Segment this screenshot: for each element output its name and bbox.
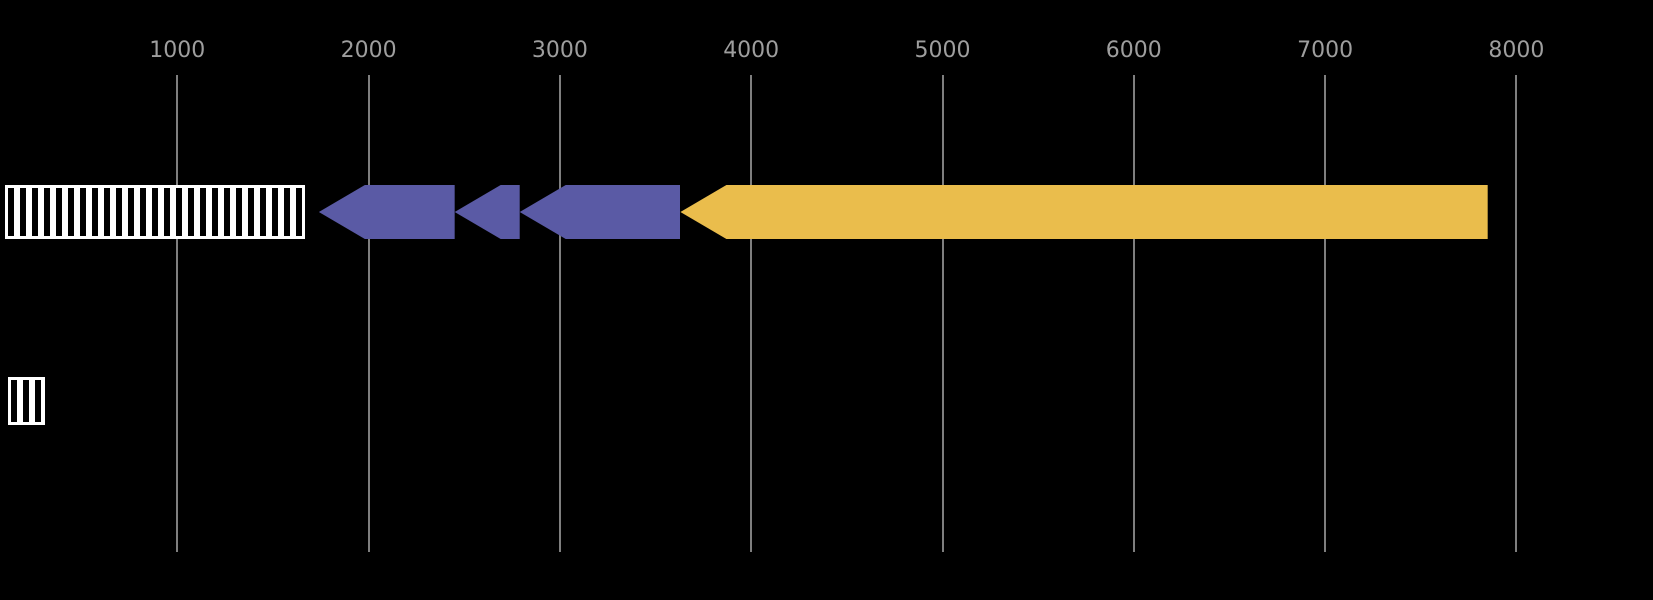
- gridline: [750, 75, 753, 552]
- axis-tick-label: 5000: [914, 38, 971, 63]
- gene-arrow: [680, 185, 1488, 239]
- gridline: [558, 75, 561, 552]
- gridline: [367, 75, 370, 552]
- gridline: [1515, 75, 1518, 552]
- axis-tick-label: 4000: [723, 38, 780, 63]
- gene-arrow: [519, 185, 681, 239]
- axis-tick-label: 2000: [340, 38, 397, 63]
- axis-tick-label: 7000: [1297, 38, 1354, 63]
- axis-tick-label: 6000: [1105, 38, 1162, 63]
- gene-arrow: [318, 185, 455, 239]
- gridline: [1132, 75, 1135, 552]
- axis-tick-label: 1000: [149, 38, 206, 63]
- axis-tick-label: 8000: [1488, 38, 1545, 63]
- gridline: [176, 75, 179, 552]
- axis-tick-label: 3000: [531, 38, 588, 63]
- hatched-box: [5, 185, 306, 239]
- hatched-box: [7, 377, 46, 425]
- gene-arrow: [454, 185, 520, 239]
- gridline: [941, 75, 944, 552]
- gridline: [1324, 75, 1327, 552]
